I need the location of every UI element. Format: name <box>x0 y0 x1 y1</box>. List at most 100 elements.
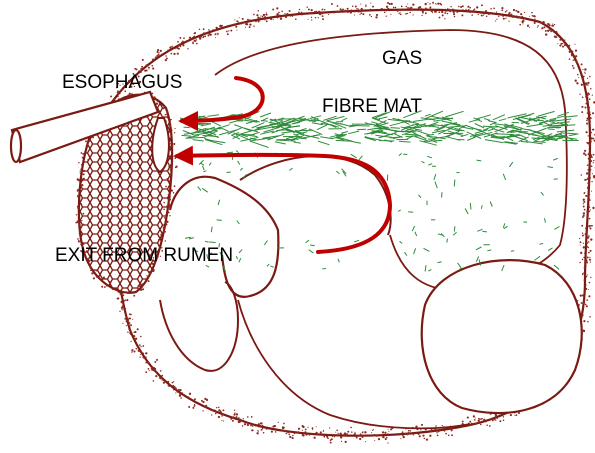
stipple-dot <box>376 435 378 437</box>
stipple-dot <box>588 111 590 113</box>
stipple-dot <box>79 231 80 232</box>
stipple-dot <box>171 129 172 130</box>
stipple-dot <box>534 22 536 24</box>
stipple-dot <box>134 68 136 70</box>
stipple-dot <box>586 142 587 143</box>
stipple-dot <box>562 43 563 44</box>
stipple-dot <box>429 6 431 8</box>
stipple-dot <box>128 318 130 320</box>
stipple-dot <box>139 344 141 346</box>
stipple-dot <box>247 416 248 417</box>
stipple-dot <box>577 74 579 76</box>
stipple-dot <box>162 105 163 106</box>
stipple-dot <box>101 286 103 288</box>
stipple-dot <box>262 425 264 427</box>
stipple-dot <box>514 415 515 416</box>
stipple-dot <box>524 17 526 19</box>
stipple-dot <box>280 18 282 20</box>
stipple-dot <box>580 294 582 296</box>
stipple-dot <box>575 61 577 63</box>
stipple-dot <box>471 14 473 16</box>
stipple-dot <box>141 66 143 68</box>
stipple-dot <box>556 37 557 38</box>
stipple-dot <box>152 65 154 67</box>
feed-particle <box>209 242 215 243</box>
stipple-dot <box>331 3 333 5</box>
stipple-dot <box>266 20 268 22</box>
stipple-dot <box>142 285 144 287</box>
stipple-dot <box>283 15 285 17</box>
stipple-dot <box>119 311 120 312</box>
stipple-dot <box>539 22 541 24</box>
stipple-dot <box>586 123 588 125</box>
stipple-dot <box>413 434 414 435</box>
stipple-dot <box>199 36 201 38</box>
stipple-dot <box>337 5 339 7</box>
stipple-dot <box>582 69 583 70</box>
stipple-dot <box>568 45 570 47</box>
stipple-dot <box>573 55 575 57</box>
stipple-dot <box>307 19 308 20</box>
stipple-dot <box>450 428 452 430</box>
stipple-dot <box>335 11 337 13</box>
stipple-dot <box>304 431 306 433</box>
stipple-dot <box>452 9 454 11</box>
stipple-dot <box>373 434 375 436</box>
stipple-dot <box>170 196 171 197</box>
stipple-dot <box>180 397 182 399</box>
stipple-dot <box>389 3 391 5</box>
stipple-dot <box>589 259 591 261</box>
stipple-dot <box>579 94 580 95</box>
stipple-dot <box>585 233 587 235</box>
stipple-dot <box>397 11 398 12</box>
stipple-dot <box>588 236 589 237</box>
stipple-dot <box>194 36 195 37</box>
stipple-dot <box>170 169 171 170</box>
stipple-dot <box>257 430 259 432</box>
stipple-dot <box>590 238 592 240</box>
stipple-dot <box>321 12 323 14</box>
stipple-dot <box>273 19 274 20</box>
stipple-dot <box>462 5 464 7</box>
stipple-dot <box>362 13 364 15</box>
stipple-dot <box>302 434 304 436</box>
stipple-dot <box>391 3 393 5</box>
stipple-dot <box>232 420 234 422</box>
stipple-dot <box>359 435 361 437</box>
stipple-dot <box>103 277 105 279</box>
stipple-dot <box>316 426 317 427</box>
stipple-dot <box>215 37 216 38</box>
stipple-dot <box>179 389 181 391</box>
stipple-dot <box>395 7 397 9</box>
stipple-dot <box>354 432 355 433</box>
stipple-dot <box>253 430 254 431</box>
stipple-dot <box>181 42 183 44</box>
stipple-dot <box>175 48 176 49</box>
stipple-dot <box>549 29 551 31</box>
stipple-dot <box>469 7 471 9</box>
stipple-dot <box>173 381 174 382</box>
stipple-dot <box>587 97 588 98</box>
stipple-dot <box>554 36 556 38</box>
stipple-dot <box>289 10 291 12</box>
stipple-dot <box>562 46 564 48</box>
stipple-dot <box>583 76 585 78</box>
stipple-dot <box>221 25 223 27</box>
stipple-dot <box>582 78 584 80</box>
stipple-dot <box>171 145 173 147</box>
stipple-dot <box>584 209 586 211</box>
stipple-dot <box>403 436 405 438</box>
stipple-dot <box>462 421 464 423</box>
stipple-dot <box>485 421 486 422</box>
stipple-dot <box>171 53 173 55</box>
stipple-dot <box>183 394 185 396</box>
stipple-dot <box>270 18 272 20</box>
stipple-dot <box>223 421 224 422</box>
stipple-dot <box>175 166 177 168</box>
stipple-dot <box>484 420 486 422</box>
stipple-dot <box>590 130 591 131</box>
stipple-dot <box>292 16 293 17</box>
stipple-dot <box>436 432 437 433</box>
stipple-dot <box>126 320 128 322</box>
